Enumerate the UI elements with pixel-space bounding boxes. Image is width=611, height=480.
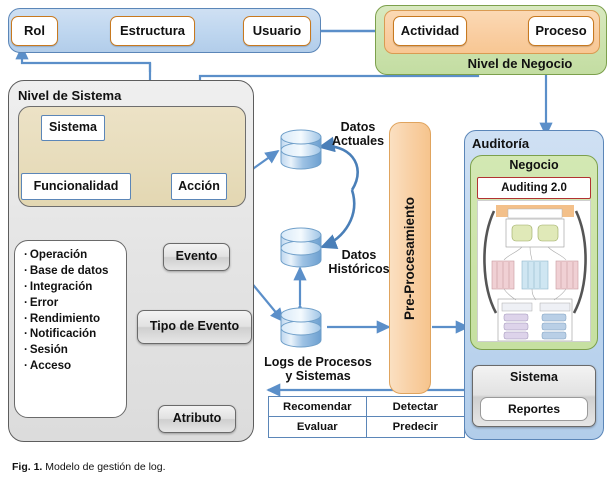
action-cell-predecir[interactable]: Predecir <box>392 421 438 433</box>
node-actividad[interactable]: Actividad <box>393 16 467 46</box>
node-accion[interactable]: Acción <box>171 173 227 200</box>
event-type-item: Sesión <box>24 342 120 358</box>
system-level-title: Nivel de Sistema <box>18 88 122 103</box>
action-cell-detectar[interactable]: Detectar <box>366 397 464 417</box>
figure-caption-label: Fig. 1. <box>12 461 43 473</box>
action-cell-evaluar[interactable]: Evaluar <box>269 417 367 437</box>
event-type-item: Base de datos <box>24 263 120 279</box>
event-types-callout: Operación Base de datos Integración Erro… <box>14 240 127 418</box>
auditing-model-thumbnail <box>477 200 591 342</box>
auditing-version-box[interactable]: Auditing 2.0 <box>477 177 591 199</box>
figure-caption: Fig. 1. Modelo de gestión de log. <box>12 461 412 473</box>
business-level-title: Nivel de Negocio <box>467 56 573 71</box>
preprocessing-label: Pre-Procesamiento <box>402 196 418 320</box>
event-types-list: Operación Base de datos Integración Erro… <box>24 247 120 374</box>
event-type-item: Integración <box>24 279 120 295</box>
event-type-item: Acceso <box>24 358 120 374</box>
node-funcionalidad[interactable]: Funcionalidad <box>21 173 131 200</box>
node-atributo[interactable]: Atributo <box>158 405 236 433</box>
action-cell-recomendar[interactable]: Recomendar <box>269 397 367 417</box>
label-line: Datos <box>341 248 377 262</box>
node-usuario[interactable]: Usuario <box>243 16 311 46</box>
figure-caption-text: Modelo de gestión de log. <box>42 461 166 473</box>
audit-panel-title: Auditoría <box>472 136 530 151</box>
event-type-item: Notificación <box>24 326 120 342</box>
label-datos-historicos: Datos Históricos <box>318 248 400 276</box>
node-tipo-de-evento[interactable]: Tipo de Evento <box>137 310 252 344</box>
database-logs <box>277 302 325 354</box>
event-type-item: Error <box>24 295 120 311</box>
database-datos-actuales <box>277 124 325 176</box>
actions-grid: Recomendar Detectar Evaluar Predecir <box>268 396 465 438</box>
label-line: Actuales <box>331 134 385 148</box>
label-line: Logs de Procesos <box>264 355 372 369</box>
label-line: Datos <box>340 120 376 134</box>
node-estructura[interactable]: Estructura <box>110 16 195 46</box>
event-type-item: Rendimiento <box>24 311 120 327</box>
label-datos-actuales: Datos Actuales <box>320 120 396 148</box>
label-line: Históricos <box>328 262 390 276</box>
preprocessing-bar[interactable]: Pre-Procesamiento <box>389 122 431 394</box>
node-evento[interactable]: Evento <box>163 243 230 271</box>
node-rol[interactable]: Rol <box>11 16 58 46</box>
label-logs: Logs de Procesos y Sistemas <box>258 355 378 383</box>
database-datos-historicos <box>277 222 325 274</box>
node-sistema[interactable]: Sistema <box>41 115 105 141</box>
audit-reports-box[interactable]: Reportes <box>480 397 588 421</box>
audit-business-title: Negocio <box>509 158 559 172</box>
node-proceso[interactable]: Proceso <box>528 16 594 46</box>
audit-system-title: Sistema <box>510 370 558 384</box>
label-line: y Sistemas <box>285 369 351 383</box>
event-type-item: Operación <box>24 247 120 263</box>
